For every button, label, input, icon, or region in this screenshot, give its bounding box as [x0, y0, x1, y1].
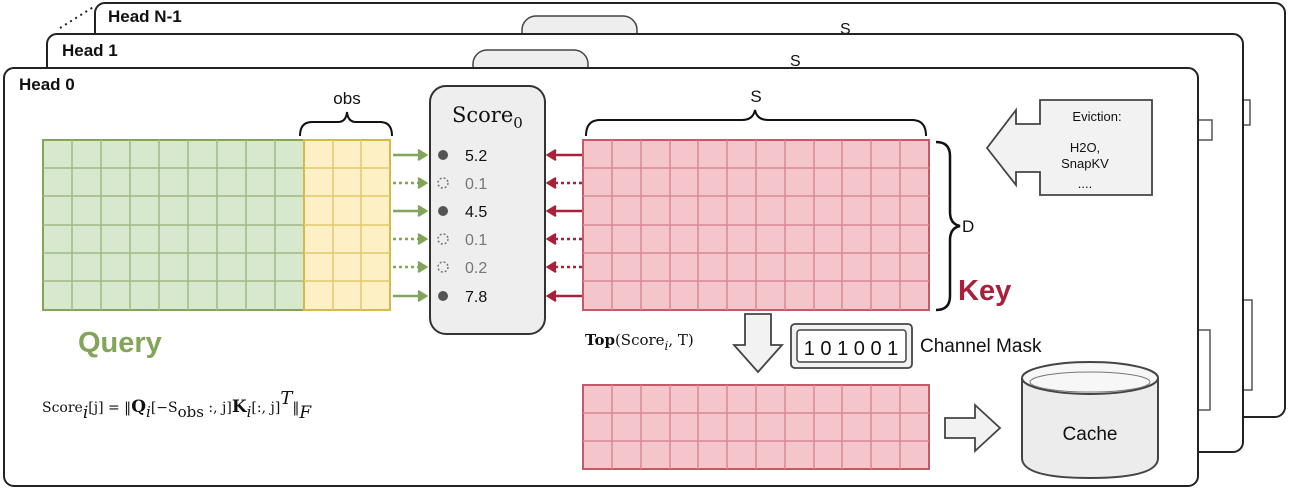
channel-mask: 1 0 1 0 0 1 Channel Mask — [790, 323, 1042, 369]
score-values: 5.2 0.1 4.5 0.1 0.2 7.8 — [437, 148, 487, 306]
query-to-score-arrows — [393, 148, 429, 303]
head-1-s-label: S — [790, 53, 801, 70]
cache-label: Cache — [1063, 424, 1118, 445]
score-value: 0.1 — [465, 232, 487, 249]
score-value: 0.1 — [465, 176, 487, 193]
query-label: Query — [78, 327, 162, 359]
key-label: Key — [958, 275, 1011, 307]
score-unselected-dot-icon — [437, 177, 449, 189]
head-n-minus-1-label: Head N-1 — [108, 7, 182, 26]
key-s-label: S — [750, 87, 761, 106]
cache-cylinder: Cache — [1021, 361, 1159, 480]
topk-function-label: Top(Scorei, T) — [585, 331, 694, 353]
to-cache-arrow — [944, 402, 1002, 454]
key-d-label: D — [962, 217, 974, 236]
key-s-brace — [585, 109, 927, 137]
selected-key-matrix — [582, 384, 930, 470]
key-matrix — [582, 139, 930, 311]
score-unselected-dot-icon — [437, 233, 449, 245]
obs-brace — [299, 111, 393, 137]
score-panel: Score0 5.2 0.1 4.5 0.1 0.2 7.8 — [429, 85, 546, 335]
obs-label: obs — [333, 89, 360, 108]
query-matrix — [42, 139, 305, 311]
topk-down-arrow — [731, 313, 785, 374]
score-value: 0.2 — [465, 260, 487, 277]
score-selected-dot-icon — [438, 206, 448, 216]
key-d-brace — [935, 140, 961, 312]
score-selected-dot-icon — [438, 150, 448, 160]
eviction-title: Eviction: — [1072, 109, 1121, 124]
head-0-label: Head 0 — [19, 75, 75, 94]
eviction-method-snapkv: SnapKV — [1061, 156, 1109, 171]
score-unselected-dot-icon — [437, 261, 449, 273]
eviction-method-h2o: H2O, — [1070, 140, 1100, 155]
channel-mask-label: Channel Mask — [920, 336, 1042, 357]
obs-window-matrix — [303, 139, 391, 311]
eviction-callout: Eviction: H2O, SnapKV .... — [985, 99, 1153, 196]
score-value: 7.8 — [465, 289, 487, 306]
score-formula: Scorei[j] = ‖Qi[−Sobs :, j]Ki[:, j]T‖F — [42, 388, 312, 423]
score-value: 5.2 — [465, 148, 487, 165]
channel-mask-bits: 1 0 1 0 0 1 — [804, 338, 899, 360]
score-selected-dot-icon — [438, 291, 448, 301]
eviction-more: .... — [1078, 176, 1092, 191]
head-1-label: Head 1 — [62, 41, 118, 60]
score-title: Score0 — [452, 103, 523, 132]
score-value: 4.5 — [465, 204, 487, 221]
head-n-minus-1-s-label: S — [840, 21, 851, 38]
key-to-score-arrows — [545, 148, 582, 303]
